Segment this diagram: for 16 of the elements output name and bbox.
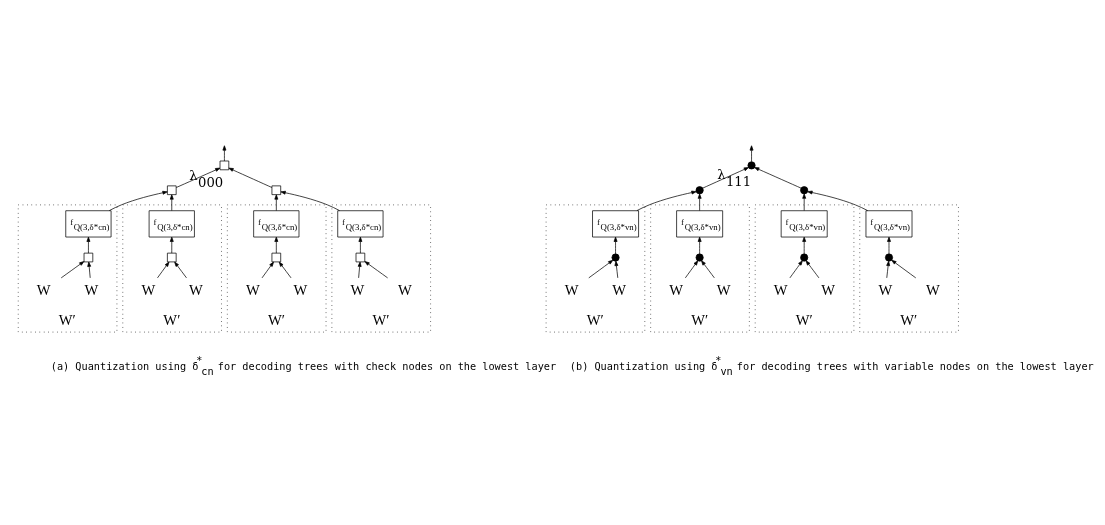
node-text: W (188, 281, 203, 298)
node-text: W (141, 281, 156, 298)
node-text: W (564, 281, 579, 298)
node-text: W (36, 281, 51, 298)
node-text: W (293, 281, 308, 298)
node-text: W (669, 281, 684, 298)
node-text: W (398, 281, 412, 298)
node-text: W (821, 281, 836, 298)
node-text: W (878, 281, 893, 298)
node-text: W (716, 281, 731, 298)
node-text: W (84, 281, 99, 298)
node-text: W (925, 281, 940, 298)
node-text: W (245, 281, 260, 298)
node-text: W (612, 281, 627, 298)
node-text: W (350, 281, 365, 298)
node-text: W (773, 281, 788, 298)
